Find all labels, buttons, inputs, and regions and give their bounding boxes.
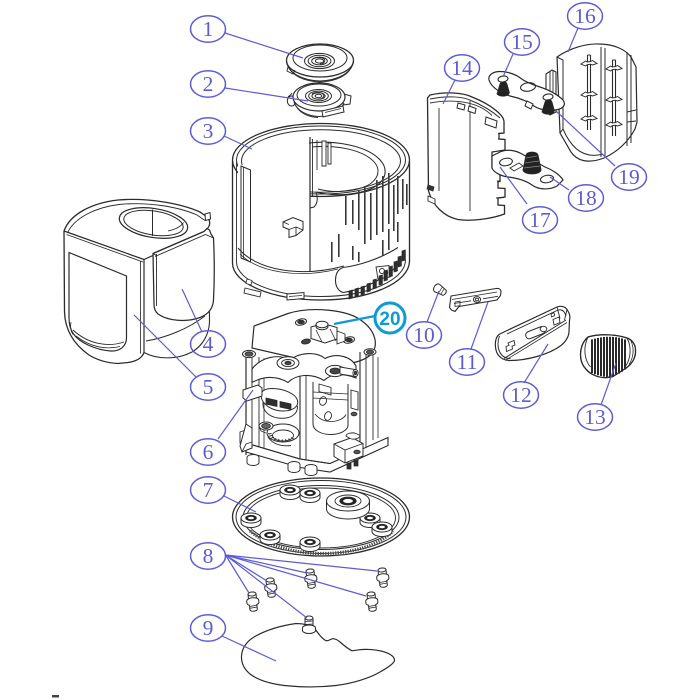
svg-text:20: 20 [379, 309, 400, 330]
svg-text:10: 10 [413, 323, 435, 347]
svg-text:13: 13 [584, 405, 606, 429]
svg-text:3: 3 [203, 119, 214, 143]
svg-text:8: 8 [203, 544, 214, 568]
svg-text:11: 11 [457, 350, 478, 374]
svg-text:1: 1 [203, 17, 214, 41]
svg-text:19: 19 [618, 165, 640, 189]
svg-text:16: 16 [574, 4, 596, 28]
svg-text:4: 4 [203, 332, 214, 356]
svg-text:17: 17 [529, 208, 551, 232]
svg-text:14: 14 [451, 56, 473, 80]
svg-text:15: 15 [511, 30, 533, 54]
svg-text:9: 9 [203, 616, 214, 640]
svg-text:6: 6 [203, 440, 214, 464]
svg-text:7: 7 [203, 478, 214, 502]
svg-text:2: 2 [203, 72, 214, 96]
svg-text:5: 5 [203, 375, 214, 399]
svg-text:12: 12 [510, 383, 532, 407]
svg-text:18: 18 [575, 186, 597, 210]
